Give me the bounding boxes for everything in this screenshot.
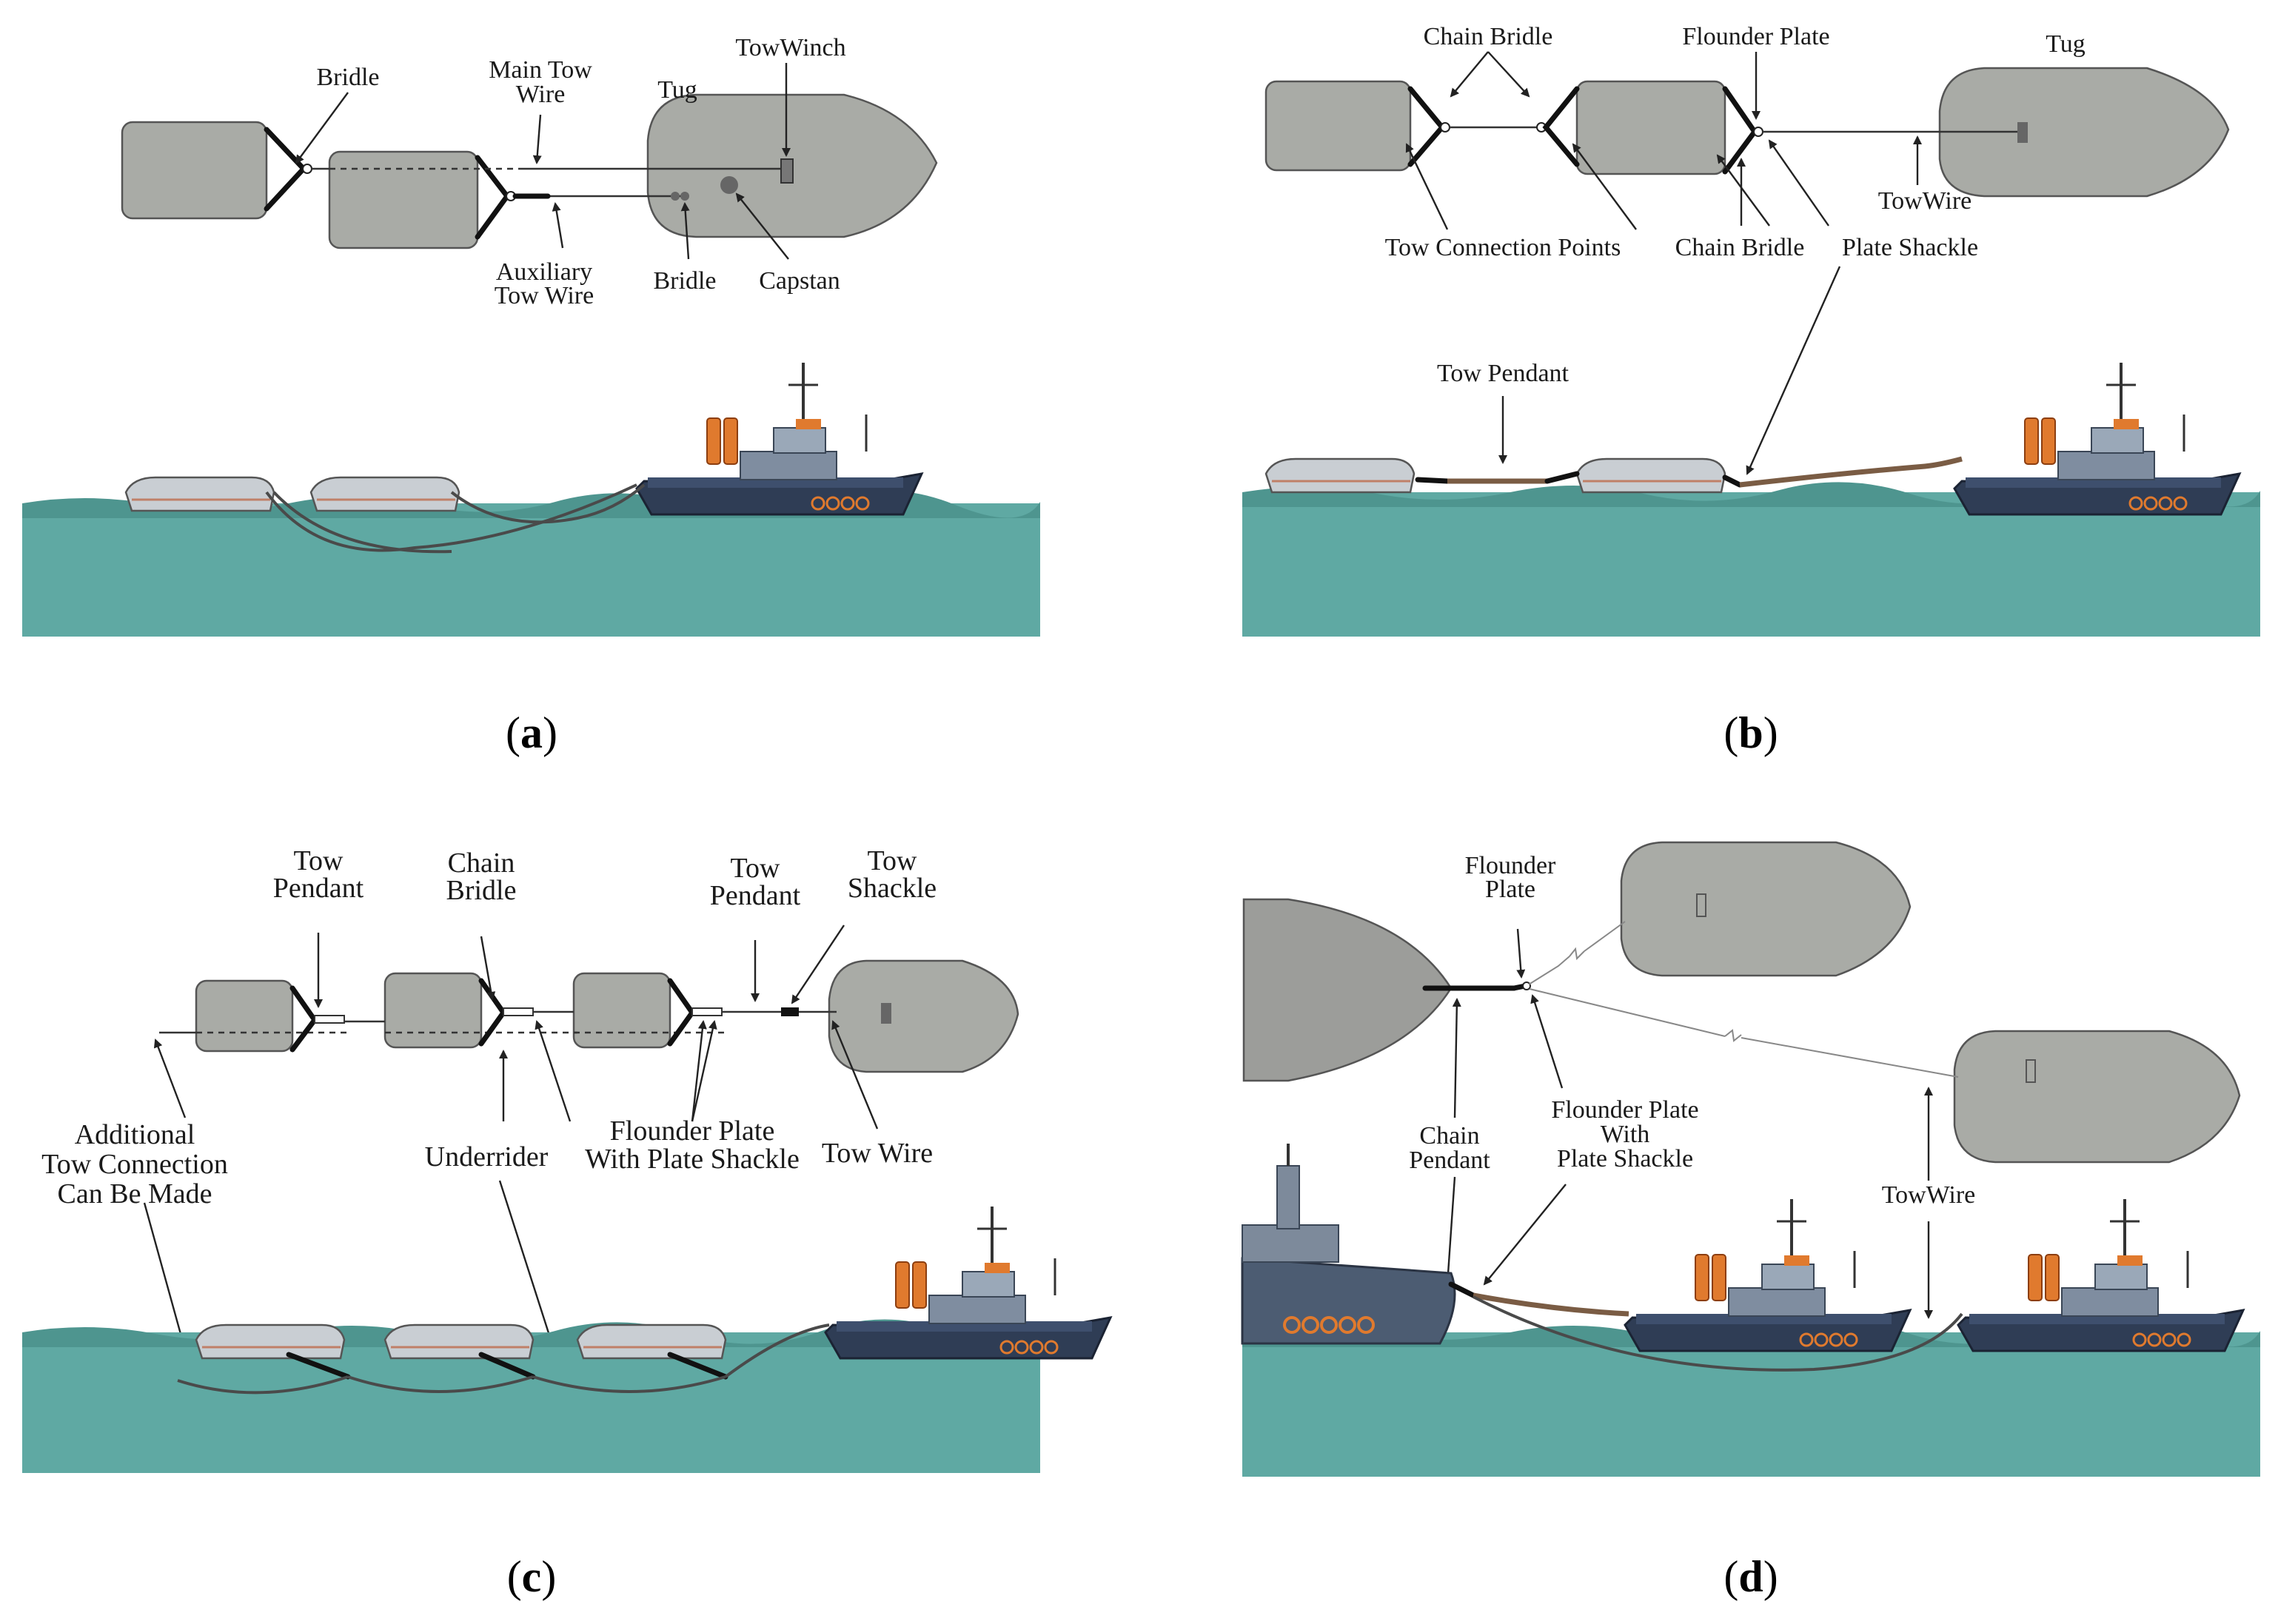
label-flounder-with-a: Flounder Plate: [1551, 1096, 1698, 1124]
label-flounder-with-c: Plate Shackle: [1557, 1145, 1693, 1172]
label-tow-pendant-1a: Tow: [293, 845, 344, 876]
label-auxiliary-2: Tow Wire: [495, 282, 594, 309]
label-main-tow-wire-1: Main Tow: [489, 56, 592, 84]
barge-c1: [195, 979, 294, 1053]
tug-plan-d1: [1620, 841, 1912, 977]
panel-d-plan-view: Flounder Plate Chain Pendant Flounder Pl…: [1242, 841, 2241, 1319]
label-chain-bridle-top: Chain Bridle: [1424, 23, 1553, 50]
panel-a-plan-view: Bridle Main Tow Wire Tug TowWinch Auxili…: [121, 34, 938, 309]
label-underrider: Underrider: [425, 1141, 549, 1172]
caption-a: (a): [506, 708, 557, 757]
label-chain-bridle-b: Bridle: [446, 875, 517, 906]
label-additional-1: Additional: [75, 1119, 195, 1150]
barge-b2: [1575, 80, 1726, 175]
label-bridle-bottom: Bridle: [654, 267, 717, 295]
panel-b-sea-view: [1242, 361, 2260, 637]
label-tow-pendant-b: Tow Pendant: [1437, 360, 1570, 387]
barge-c2: [383, 972, 483, 1049]
sea-d: [1242, 1332, 2260, 1477]
ship-bow-plan: [1242, 898, 1453, 1082]
tug-plan-b: [1938, 67, 2230, 198]
panel-c: Tow Pendant Chain Bridle Tow Pendant Tow…: [22, 845, 1112, 1601]
warship: [1241, 1144, 1456, 1345]
tug-plan-d2: [1953, 1030, 2241, 1164]
label-tow-shackle-a: Tow: [867, 845, 917, 876]
barge-1: [121, 121, 268, 220]
label-chain-bridle-bottom: Chain Bridle: [1675, 234, 1805, 261]
label-tow-shackle-b: Shackle: [848, 873, 937, 904]
label-main-tow-wire-2: Wire: [516, 81, 566, 108]
barge-2: [328, 150, 479, 249]
caption-d: (d): [1723, 1552, 1778, 1601]
label-tow-pendant-2a: Tow: [730, 853, 780, 884]
label-tow-pendant-2b: Pendant: [710, 880, 801, 911]
panel-b-plan-view: Chain Bridle Flounder Plate Tug TowWire …: [1264, 23, 2230, 475]
label-tow-wire-b: TowWire: [1878, 187, 1972, 215]
label-flounder-plate-d-b: Plate: [1485, 876, 1535, 903]
label-chain-pendant-b: Pendant: [1409, 1147, 1490, 1174]
caption-c: (c): [507, 1552, 557, 1601]
sea-b: [1242, 492, 2260, 637]
label-tow-connection-points: Tow Connection Points: [1385, 234, 1621, 261]
label-flounder-plate-d-a: Flounder: [1465, 852, 1556, 879]
label-additional-3: Can Be Made: [58, 1178, 212, 1209]
barge-b1: [1264, 80, 1412, 172]
barge-c3: [572, 972, 671, 1049]
tug-plan-c: [828, 959, 1019, 1073]
label-chain-pendant-a: Chain: [1419, 1122, 1479, 1150]
panel-d-sea-view: [1241, 1144, 2260, 1477]
label-flounder-b: With Plate Shackle: [585, 1144, 800, 1175]
label-flounder-a: Flounder Plate: [610, 1115, 775, 1147]
label-chain-bridle-a: Chain: [448, 848, 515, 879]
label-tug-b: Tug: [2046, 30, 2086, 58]
label-capstan: Capstan: [759, 267, 840, 295]
label-plate-shackle: Plate Shackle: [1842, 234, 1978, 261]
label-bridle-top: Bridle: [317, 64, 380, 91]
label-tow-wire-c: Tow Wire: [822, 1138, 933, 1169]
label-flounder-plate: Flounder Plate: [1682, 23, 1829, 50]
label-flounder-with-b: With: [1601, 1121, 1650, 1148]
panel-c-plan-view: Tow Pendant Chain Bridle Tow Pendant Tow…: [41, 845, 1019, 1378]
label-auxiliary-1: Auxiliary: [496, 258, 592, 286]
label-tow-pendant-1b: Pendant: [273, 873, 364, 904]
label-tow-winch: TowWinch: [735, 34, 845, 61]
caption-b: (b): [1723, 708, 1778, 757]
panel-a: Bridle Main Tow Wire Tug TowWinch Auxili…: [22, 34, 1040, 757]
panel-d: Flounder Plate Chain Pendant Flounder Pl…: [1241, 841, 2260, 1601]
label-tug: Tug: [657, 76, 697, 104]
panel-a-sea-view: [22, 361, 1040, 637]
panel-b: Chain Bridle Flounder Plate Tug TowWire …: [1242, 23, 2260, 757]
panel-c-sea-view: [22, 1205, 1112, 1473]
label-additional-2: Tow Connection: [41, 1149, 228, 1180]
label-tow-wire-d: TowWire: [1882, 1181, 1976, 1209]
